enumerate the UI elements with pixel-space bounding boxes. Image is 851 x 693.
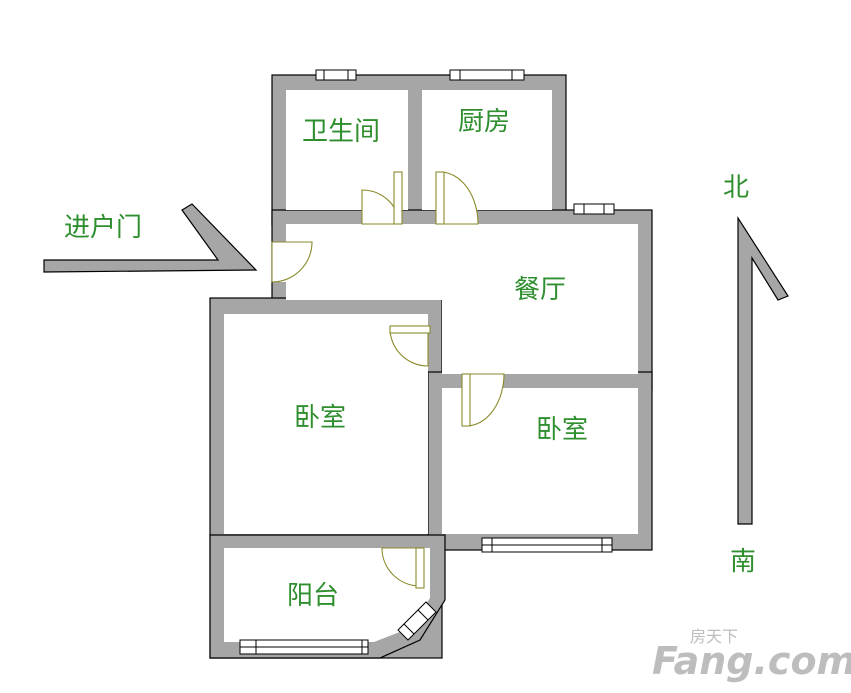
kitchen-window — [449, 69, 525, 81]
doors — [271, 171, 505, 589]
balcony-corner-window — [397, 601, 437, 641]
watermark-logo: 房天下 Fang.com — [652, 627, 851, 683]
labels: 卫生间 厨房 餐厅 卧室 卧室 阳台 进户门 北 南 — [64, 107, 756, 611]
room-label-kitchen: 厨房 — [458, 107, 510, 137]
room-label-dining: 餐厅 — [514, 275, 566, 305]
windows — [239, 69, 615, 655]
room-label-main-bedroom: 卧室 — [294, 403, 346, 433]
dining-floor — [286, 224, 638, 374]
dining-window — [573, 203, 615, 215]
bathroom-floor — [286, 90, 408, 210]
entrance-door — [271, 241, 313, 283]
room-label-bathroom: 卫生间 — [302, 117, 380, 147]
compass-north-label: 北 — [723, 173, 749, 203]
room-label-second-bedroom: 卧室 — [536, 415, 588, 445]
balcony-floor — [224, 548, 430, 642]
entrance-arrow-icon — [43, 203, 258, 273]
entrance-label: 进户门 — [64, 213, 142, 243]
watermark-cn: 房天下 — [690, 627, 738, 646]
compass-south-label: 南 — [730, 547, 756, 577]
bathroom-window — [315, 69, 357, 81]
main-bedroom-floor — [224, 314, 428, 534]
room-label-balcony: 阳台 — [287, 581, 339, 611]
north-arrow-icon — [737, 215, 789, 525]
watermark-brand: Fang.com — [652, 639, 851, 683]
